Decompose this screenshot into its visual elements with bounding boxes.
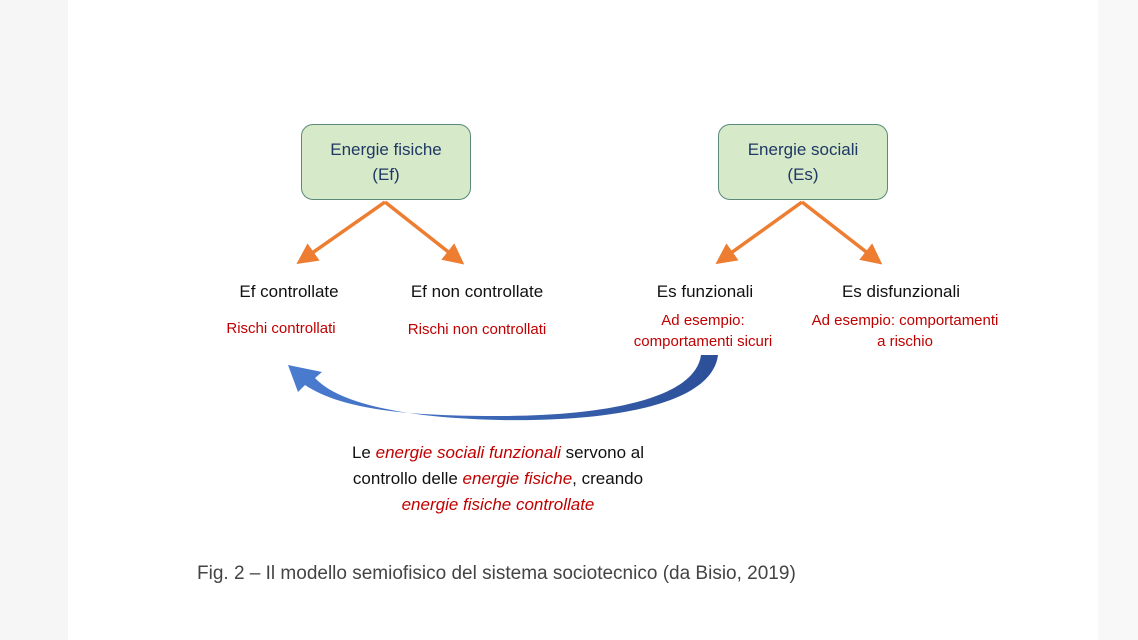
sub-line: Ad esempio: comportamenti: [811, 312, 999, 329]
emphasis: energie fisiche: [462, 469, 573, 488]
emphasis: energie sociali funzionali: [375, 443, 561, 462]
label-es-disfunzionali: Es disfunzionali: [841, 282, 961, 301]
label-ef-controllate: Ef controllate: [239, 282, 339, 301]
arrow-ef-non-controllate: [383, 200, 465, 265]
orange-arrows: [296, 200, 883, 265]
text: controllo delle: [352, 469, 463, 488]
explanation-text: Le energie sociali funzionali servono al…: [352, 440, 644, 518]
box-abbr: (Ef): [372, 165, 400, 184]
page-margin-right: [1098, 0, 1138, 640]
label-ef-non-controllate: Ef non controllate: [410, 282, 544, 301]
sub-line: Ad esempio:: [661, 312, 745, 329]
sub-line: Rischi non controllati: [407, 321, 547, 338]
box-abbr: (Es): [787, 165, 819, 184]
box-energie-sociali: Energie sociali (Es): [718, 124, 888, 200]
arrow-es-funzionali: [715, 200, 804, 265]
text: servono al: [560, 443, 645, 462]
box-title: Energie sociali: [747, 140, 859, 159]
sub-rischi-non-controllati: Rischi non controllati: [408, 319, 546, 340]
box-title: Energie fisiche: [330, 140, 442, 159]
arrow-ef-controllate: [296, 200, 387, 265]
sub-es-disfunzionali: Ad esempio: comportamenti a rischio: [812, 310, 999, 352]
figure-caption: Fig. 2 – Il modello semiofisico del sist…: [197, 563, 796, 584]
label-es-funzionali: Es funzionali: [656, 282, 754, 301]
sub-line: comportamenti sicuri: [633, 333, 773, 350]
box-energie-fisiche: Energie fisiche (Ef): [301, 124, 471, 200]
arrow-es-disfunzionali: [800, 200, 883, 265]
text: Le: [351, 443, 376, 462]
feedback-curved-arrow: [288, 355, 718, 421]
page-margin-left: [0, 0, 68, 640]
sub-es-funzionali: Ad esempio: comportamenti sicuri: [634, 310, 772, 352]
text: , creando: [572, 469, 644, 488]
sub-rischi-controllati: Rischi controllati: [226, 318, 335, 339]
sub-line: a rischio: [877, 333, 933, 350]
emphasis: energie fisiche controllate: [401, 495, 595, 514]
sub-line: Rischi controllati: [226, 320, 336, 337]
